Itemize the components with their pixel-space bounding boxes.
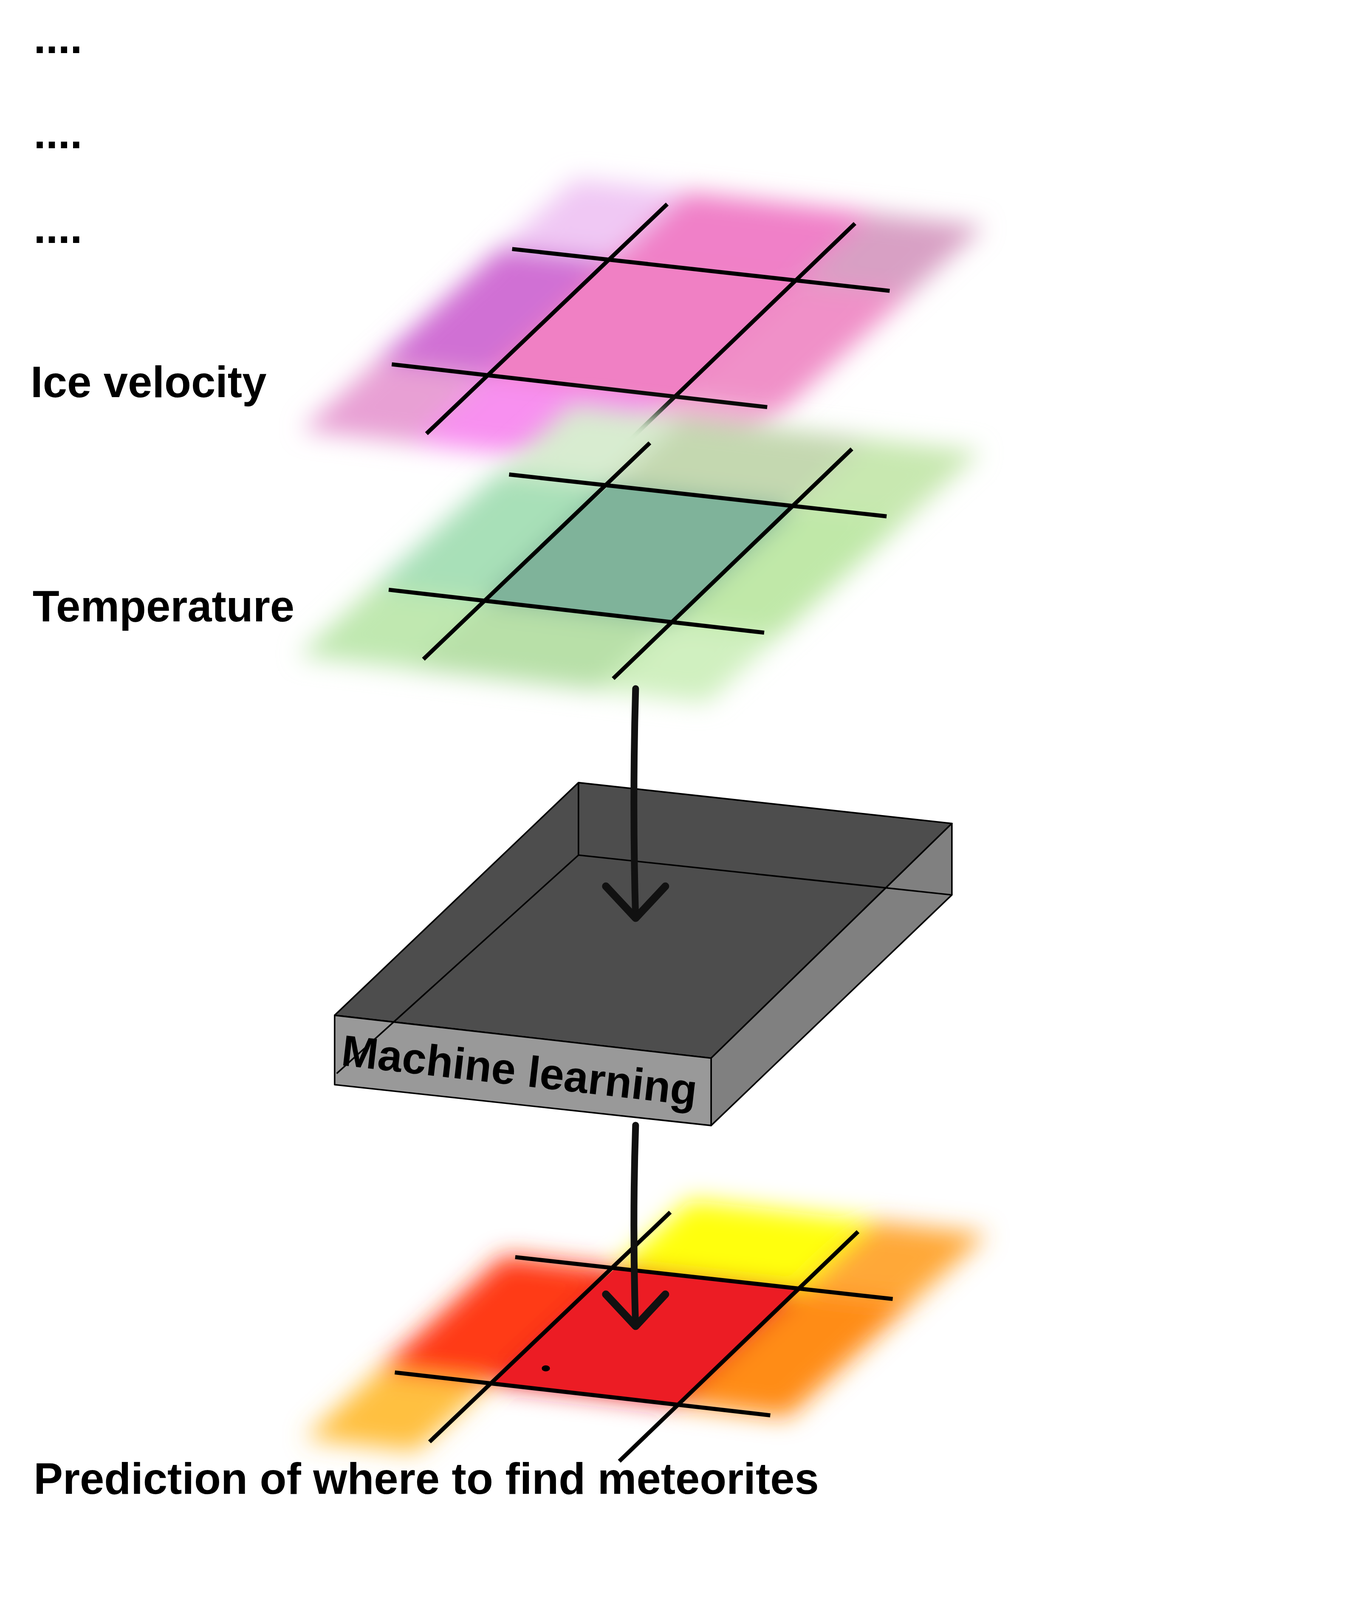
grid-line xyxy=(619,1231,859,1462)
layer-fade xyxy=(304,1186,987,1486)
ml-box xyxy=(334,782,952,1126)
arrow-head xyxy=(605,1294,666,1327)
ellipsis-label: .... xyxy=(33,13,82,64)
box-hidden-edge xyxy=(577,782,580,856)
center-cell xyxy=(490,1268,801,1405)
meteorite-dot xyxy=(541,1365,550,1372)
grid-line xyxy=(423,443,650,660)
box-front-face xyxy=(334,1015,712,1126)
prediction-layer xyxy=(304,1186,987,1486)
arrow-head xyxy=(605,886,666,919)
grid-line xyxy=(388,590,765,633)
flow-arrow xyxy=(605,1125,666,1327)
arrow-shaft xyxy=(633,1125,636,1327)
layer-node: Temperature xyxy=(25,428,955,689)
layer-label: Ice velocity xyxy=(30,357,267,408)
arrow-shaft xyxy=(633,688,636,918)
grid-line xyxy=(512,248,890,291)
layer-fade xyxy=(298,404,981,704)
ellipsis-label: .... xyxy=(33,108,82,159)
layer-label: Temperature xyxy=(32,581,295,632)
grid-line xyxy=(612,448,852,679)
layer-node: Ice velocity xyxy=(25,188,955,469)
grid-line xyxy=(508,474,887,517)
grid-line xyxy=(394,1372,771,1416)
ellipsis-label: .... xyxy=(33,203,82,254)
box-label: Machine learning xyxy=(338,1025,700,1116)
grid-line xyxy=(515,1257,893,1299)
layer-node: Prediction of where to find meteorites xyxy=(25,1326,955,1520)
flow-arrow xyxy=(605,688,666,918)
box-side-face xyxy=(711,823,952,1126)
process-box: Machine learning xyxy=(334,918,952,1126)
grid-cell xyxy=(595,621,782,704)
grid-line xyxy=(426,203,668,434)
center-cell xyxy=(487,260,798,397)
layer-label: Prediction of where to find meteorites xyxy=(33,1454,819,1505)
temperature-layer xyxy=(298,404,981,704)
grid-line xyxy=(391,364,768,408)
